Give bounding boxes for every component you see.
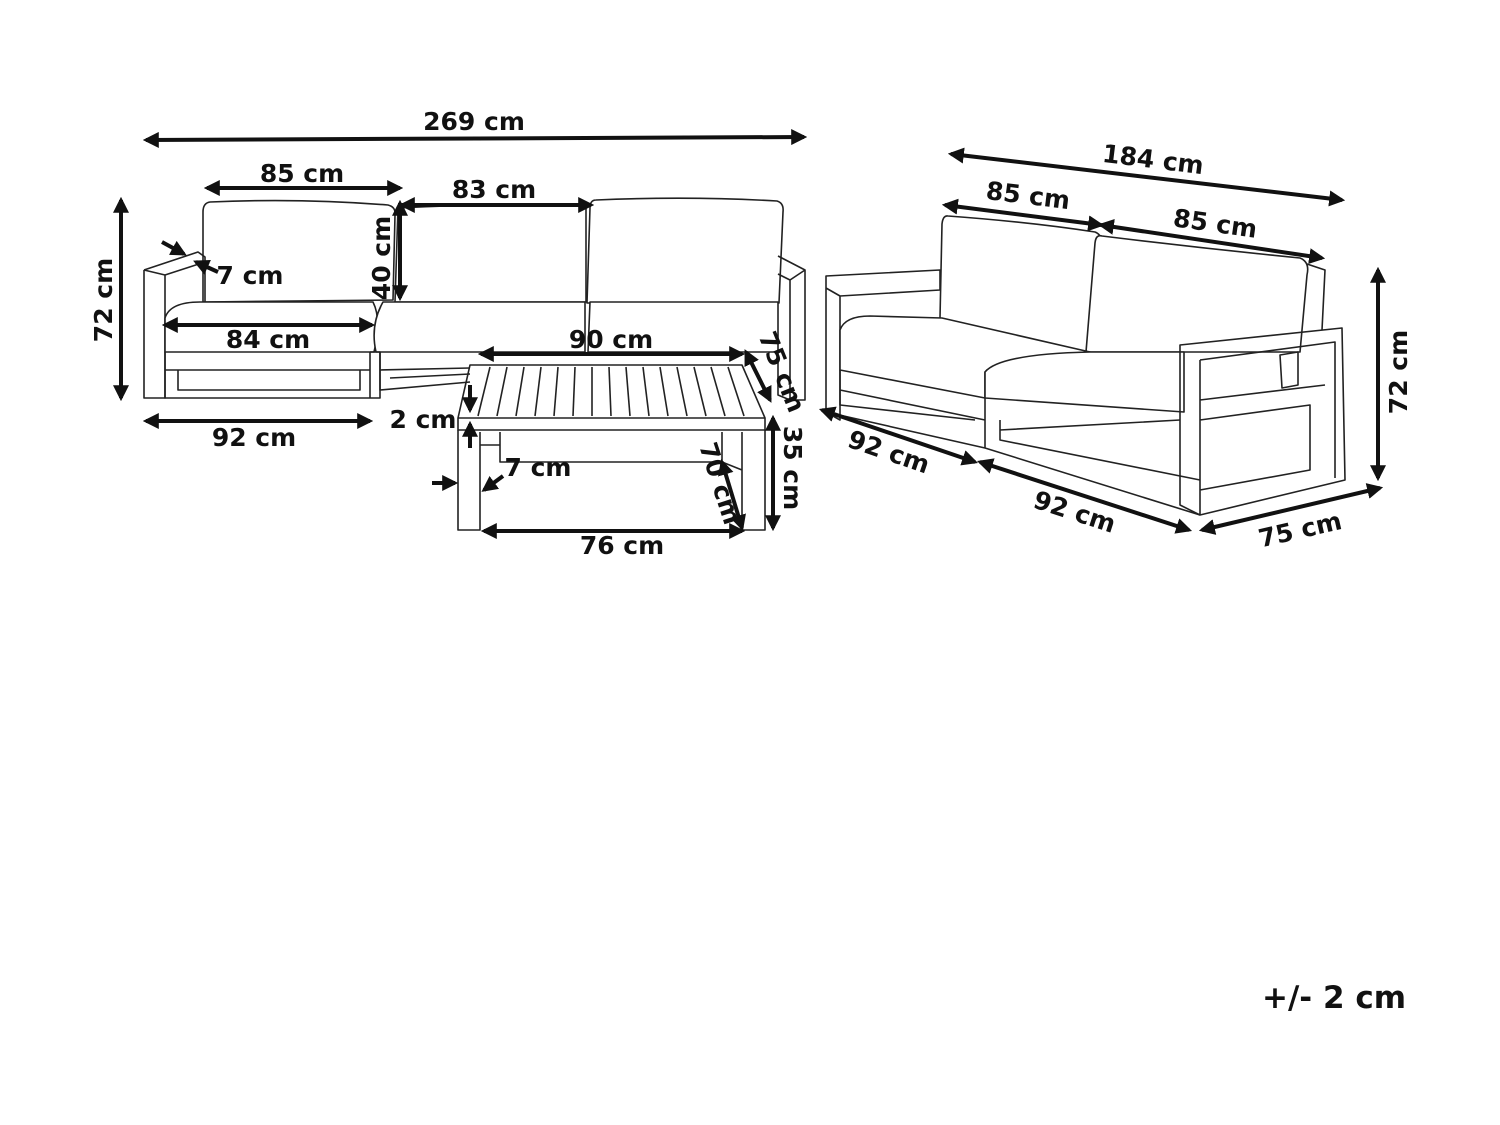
label-table-inner-width: 76 cm bbox=[580, 531, 664, 560]
table-legs bbox=[457, 430, 766, 531]
left-base-frame bbox=[164, 351, 381, 399]
label-table-leg-width: 7 cm bbox=[505, 453, 572, 482]
label-corner-armrest-width: 7 cm bbox=[217, 261, 284, 290]
label-table-top-thickness: 2 cm bbox=[390, 405, 457, 434]
right-armrest bbox=[777, 255, 806, 401]
label-two-seater-left-cushion-width: 85 cm bbox=[984, 176, 1071, 215]
label-corner-middle-seat-width: 83 cm bbox=[452, 175, 536, 204]
middle-base-frame bbox=[379, 352, 471, 391]
middle-seat-cushion bbox=[373, 301, 586, 353]
label-table-height: 35 cm bbox=[778, 426, 807, 510]
two-seater-drawing bbox=[825, 215, 1346, 516]
label-corner-seat-width: 84 cm bbox=[226, 325, 310, 354]
two-seater-base bbox=[825, 370, 1201, 516]
label-corner-depth: 92 cm bbox=[212, 423, 296, 452]
label-table-inner-depth: 70 cm bbox=[693, 439, 747, 528]
two-seater-right-arm bbox=[1179, 327, 1346, 516]
label-two-seater-height: 72 cm bbox=[1384, 330, 1413, 414]
tolerance-note: +/- 2 cm bbox=[1262, 980, 1406, 1016]
dimension-arrows bbox=[113, 129, 1386, 539]
label-corner-total-width: 269 cm bbox=[423, 107, 525, 136]
middle-back-cushion bbox=[394, 203, 587, 303]
label-corner-height: 72 cm bbox=[89, 258, 118, 342]
two-seater-side-cushion bbox=[1279, 351, 1299, 389]
label-corner-back-cushion-width: 85 cm bbox=[260, 159, 344, 188]
coffee-table-drawing bbox=[457, 364, 766, 531]
right-back-cushion bbox=[586, 197, 784, 304]
label-table-width: 90 cm bbox=[569, 325, 653, 354]
corner-sofa-drawing bbox=[143, 197, 806, 401]
table-slats bbox=[477, 366, 745, 417]
two-seater-back-right-edge bbox=[1306, 263, 1326, 331]
two-seater-seat-right bbox=[984, 351, 1185, 413]
label-corner-back-cushion-height: 40 cm bbox=[367, 216, 396, 300]
label-table-depth: 75 cm bbox=[753, 327, 811, 416]
